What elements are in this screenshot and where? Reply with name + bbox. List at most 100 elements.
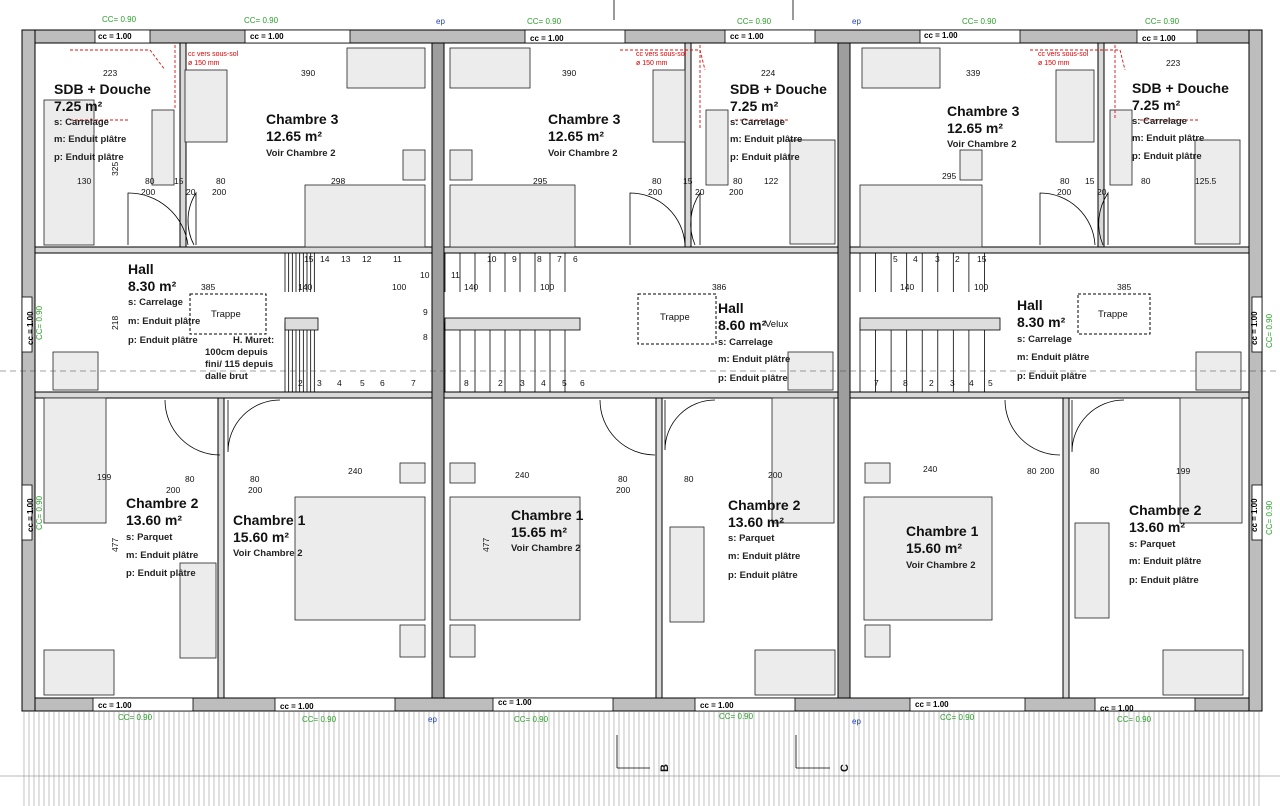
svg-text:m: Enduit plâtre: m: Enduit plâtre — [728, 551, 800, 562]
svg-text:20: 20 — [186, 187, 196, 197]
svg-text:5: 5 — [988, 378, 993, 388]
svg-text:12.65 m²: 12.65 m² — [947, 120, 1003, 136]
room-chambre1-2: Chambre 1 15.65 m² Voir Chambre 2 — [511, 507, 584, 554]
lower-dimensions: 199 80 200 80 200 240 240 80 200 80 200 … — [97, 464, 1190, 552]
svg-text:cc = 1.00: cc = 1.00 — [1100, 704, 1134, 713]
svg-text:Chambre 2: Chambre 2 — [728, 497, 801, 513]
room-chambre3-2: Chambre 3 12.65 m² Voir Chambre 2 — [548, 111, 621, 159]
svg-text:m: Enduit plâtre: m: Enduit plâtre — [54, 134, 126, 145]
svg-text:390: 390 — [301, 68, 315, 78]
svg-text:Hall: Hall — [128, 261, 154, 277]
svg-text:200: 200 — [1040, 466, 1054, 476]
svg-text:13: 13 — [341, 254, 351, 264]
plumbing-diam-3: ø 150 mm — [1038, 60, 1070, 67]
svg-text:7.25 m²: 7.25 m² — [730, 98, 779, 114]
svg-text:15: 15 — [1085, 176, 1095, 186]
trappe-outlines — [189, 293, 1151, 345]
room-chambre1-3: Chambre 1 15.60 m² Voir Chambre 2 — [906, 523, 979, 571]
svg-text:477: 477 — [110, 538, 120, 552]
svg-text:cc = 1.00: cc = 1.00 — [1250, 311, 1259, 345]
svg-text:s: Parquet: s: Parquet — [1129, 539, 1176, 550]
svg-text:Hall: Hall — [718, 300, 744, 316]
svg-text:cc = 1.00: cc = 1.00 — [98, 32, 132, 41]
svg-text:9: 9 — [512, 254, 517, 264]
svg-text:10: 10 — [420, 270, 430, 280]
svg-text:3: 3 — [520, 378, 525, 388]
hall-dimensions: 385 386 385 218 140 100 140 100 140 100 … — [110, 270, 1131, 342]
svg-text:8: 8 — [537, 254, 542, 264]
ep-label-4: ep — [852, 717, 861, 726]
svg-text:80: 80 — [145, 176, 155, 186]
svg-text:CC= 0.90: CC= 0.90 — [1117, 715, 1152, 724]
room-sdb-1: SDB + Douche 7.25 m² s: Carrelage m: End… — [54, 81, 151, 163]
svg-text:CC= 0.90: CC= 0.90 — [962, 17, 997, 26]
svg-text:3: 3 — [317, 378, 322, 388]
svg-text:Voir Chambre 2: Voir Chambre 2 — [548, 148, 618, 159]
svg-text:14: 14 — [320, 254, 330, 264]
svg-text:CC= 0.90: CC= 0.90 — [118, 713, 153, 722]
svg-text:cc = 1.00: cc = 1.00 — [26, 311, 35, 345]
room-chambre2-1: Chambre 2 13.60 m² s: Parquet m: Enduit … — [126, 495, 199, 579]
ep-label-1: ep — [436, 17, 445, 26]
svg-text:CC= 0.90: CC= 0.90 — [35, 305, 44, 340]
svg-text:m: Enduit plâtre: m: Enduit plâtre — [1132, 133, 1204, 144]
svg-text:cc = 1.00: cc = 1.00 — [1142, 34, 1176, 43]
room-chambre1-1: Chambre 1 15.60 m² Voir Chambre 2 — [233, 512, 306, 559]
svg-text:80: 80 — [733, 176, 743, 186]
svg-text:p: Enduit plâtre: p: Enduit plâtre — [54, 152, 124, 163]
svg-text:80: 80 — [618, 474, 628, 484]
svg-text:218: 218 — [110, 316, 120, 330]
doors — [127, 191, 1125, 456]
svg-text:15: 15 — [683, 176, 693, 186]
plumbing-note-1: cc vers sous-sol — [188, 51, 239, 58]
svg-text:7.25 m²: 7.25 m² — [54, 98, 103, 114]
svg-text:s: Carrelage: s: Carrelage — [718, 337, 773, 348]
room-sdb-3: SDB + Douche 7.25 m² s: Carrelage m: End… — [1132, 80, 1229, 162]
svg-text:cc = 1.00: cc = 1.00 — [280, 702, 314, 711]
svg-text:200: 200 — [212, 187, 226, 197]
svg-text:SDB + Douche: SDB + Douche — [1132, 80, 1229, 96]
svg-text:p: Enduit plâtre: p: Enduit plâtre — [1132, 151, 1202, 162]
svg-text:Voir Chambre 2: Voir Chambre 2 — [266, 148, 336, 159]
svg-text:CC= 0.90: CC= 0.90 — [1265, 500, 1274, 535]
svg-text:200: 200 — [1057, 187, 1071, 197]
ep-label-3: ep — [428, 715, 437, 724]
svg-text:200: 200 — [166, 485, 180, 495]
svg-text:CC= 0.90: CC= 0.90 — [1145, 17, 1180, 26]
svg-text:p: Enduit plâtre: p: Enduit plâtre — [128, 335, 198, 346]
svg-text:477: 477 — [481, 538, 491, 552]
svg-text:80: 80 — [652, 176, 662, 186]
room-chambre2-3: Chambre 2 13.60 m² s: Parquet m: Enduit … — [1129, 502, 1202, 586]
svg-text:s: Parquet: s: Parquet — [126, 532, 173, 543]
room-hall-3: Hall 8.30 m² s: Carrelage m: Enduit plât… — [1017, 297, 1089, 382]
svg-text:12.65 m²: 12.65 m² — [266, 128, 322, 144]
svg-text:7.25 m²: 7.25 m² — [1132, 97, 1181, 113]
svg-text:2: 2 — [498, 378, 503, 388]
svg-text:m: Enduit plâtre: m: Enduit plâtre — [1017, 352, 1089, 363]
svg-text:3: 3 — [950, 378, 955, 388]
svg-text:Chambre 1: Chambre 1 — [906, 523, 979, 539]
svg-text:140: 140 — [464, 282, 478, 292]
svg-text:8.30 m²: 8.30 m² — [1017, 314, 1066, 330]
section-marks — [613, 0, 830, 769]
svg-text:122: 122 — [764, 176, 778, 186]
svg-text:11: 11 — [451, 270, 460, 280]
trappe-label-3: Trappe — [1098, 309, 1128, 320]
svg-text:CC= 0.90: CC= 0.90 — [514, 715, 549, 724]
svg-text:240: 240 — [923, 464, 937, 474]
svg-text:fini/ 115 depuis: fini/ 115 depuis — [205, 359, 273, 370]
ep-label-2: ep — [852, 17, 861, 26]
svg-text:100: 100 — [392, 282, 406, 292]
svg-text:4: 4 — [913, 254, 918, 264]
svg-text:cc = 1.00: cc = 1.00 — [26, 498, 35, 532]
trappe-label-2: Trappe — [660, 312, 690, 323]
svg-text:385: 385 — [201, 282, 215, 292]
svg-text:cc = 1.00: cc = 1.00 — [730, 32, 764, 41]
svg-text:325: 325 — [110, 162, 120, 176]
svg-text:6: 6 — [573, 254, 578, 264]
svg-text:s: Parquet: s: Parquet — [728, 533, 775, 544]
svg-text:dalle brut: dalle brut — [205, 371, 249, 382]
svg-text:100cm depuis: 100cm depuis — [205, 347, 268, 358]
room-chambre3-1: Chambre 3 12.65 m² Voir Chambre 2 — [266, 111, 339, 159]
svg-text:5: 5 — [562, 378, 567, 388]
